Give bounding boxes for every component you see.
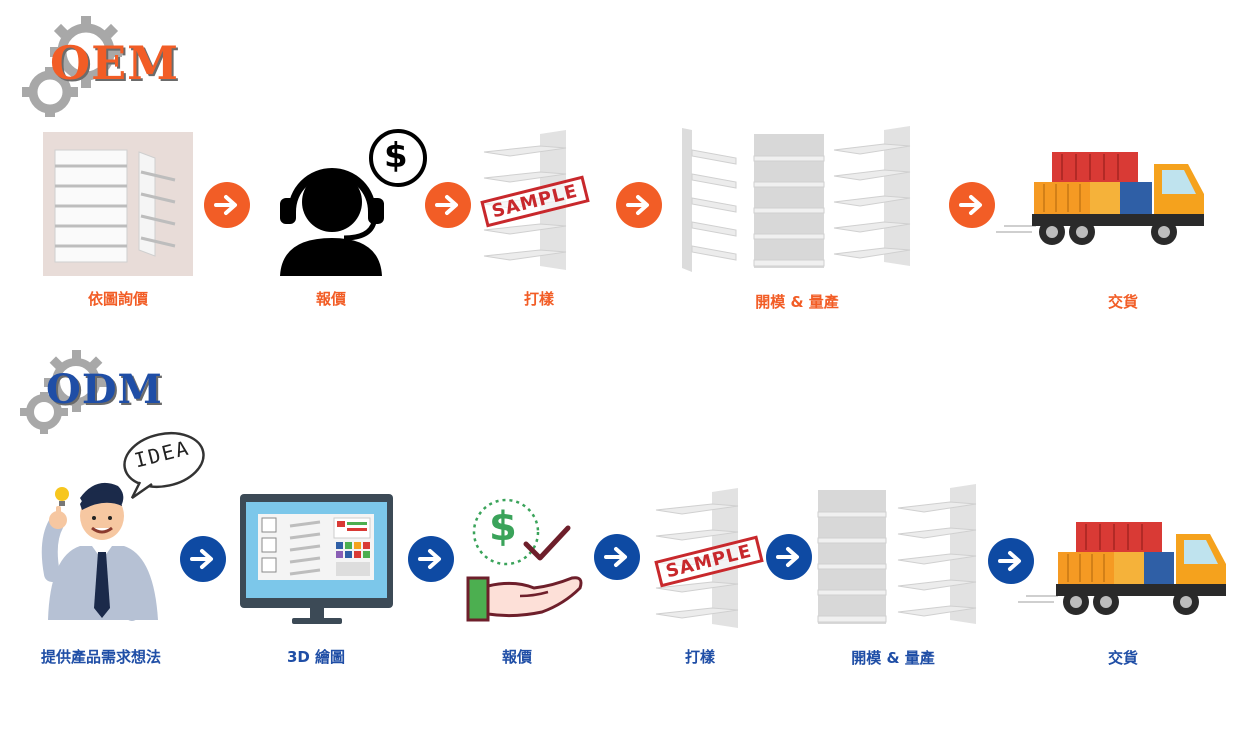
oem-step-label-1: 依圖詢價	[87, 290, 149, 308]
odm-step-label-4: 打樣	[684, 648, 716, 666]
oem-step-label-3: 打樣	[523, 290, 555, 308]
odm-step-label-2: 3D 繪圖	[286, 648, 346, 666]
customer-service-image: $	[270, 126, 430, 278]
arrow-right-icon	[204, 182, 250, 228]
oem-logo: OEM	[18, 12, 218, 122]
gear-icon	[20, 350, 108, 434]
hand-money-icon	[466, 498, 583, 622]
delivery-truck-image	[1018, 518, 1233, 618]
businessman-icon	[41, 431, 205, 621]
sample-shelf-image: SAMPLE	[652, 488, 764, 633]
dollar-icon: $	[384, 136, 408, 176]
arrow-right-icon	[988, 538, 1034, 584]
shelf-icon	[817, 484, 977, 624]
truck-icon	[1018, 522, 1226, 615]
odm-step-label-1: 提供產品需求想法	[40, 648, 162, 666]
dollar-icon: $	[489, 504, 517, 550]
odm-logo: ODM	[18, 348, 218, 458]
gear-icon	[22, 16, 122, 117]
quote-hand-money-image: $	[464, 496, 586, 624]
3d-drawing-monitor-image	[240, 494, 394, 626]
monitor-icon	[240, 494, 393, 624]
delivery-truck-image	[996, 148, 1211, 248]
truck-icon	[996, 152, 1204, 245]
arrow-right-icon	[766, 534, 812, 580]
odm-step-label-5: 開模 & 量產	[851, 649, 935, 667]
arrow-right-icon	[180, 536, 226, 582]
shelf-icon	[682, 126, 911, 272]
customer-service-icon	[280, 129, 427, 276]
oem-logo-text: OEM	[50, 36, 180, 90]
oem-step-label-5: 交貨	[1107, 293, 1139, 311]
shelf-drawing-image	[43, 132, 193, 276]
arrow-right-icon	[949, 182, 995, 228]
sample-shelf-image: SAMPLE	[480, 130, 590, 275]
arrow-right-icon	[616, 182, 662, 228]
oem-step-label-4: 開模 & 量產	[755, 293, 839, 311]
odm-logo-text: ODM	[46, 366, 163, 413]
mass-production-shelves-image	[678, 126, 918, 276]
mass-production-shelves-image	[816, 484, 982, 628]
odm-step-label-6: 交貨	[1107, 649, 1139, 667]
odm-step-label-3: 報價	[501, 648, 533, 666]
arrow-right-icon	[408, 536, 454, 582]
shelf-icon	[54, 149, 176, 263]
arrow-right-icon	[594, 534, 640, 580]
oem-step-label-2: 報價	[315, 290, 347, 308]
businessman-idea-image: IDEA	[40, 424, 210, 624]
arrow-right-icon	[425, 182, 471, 228]
